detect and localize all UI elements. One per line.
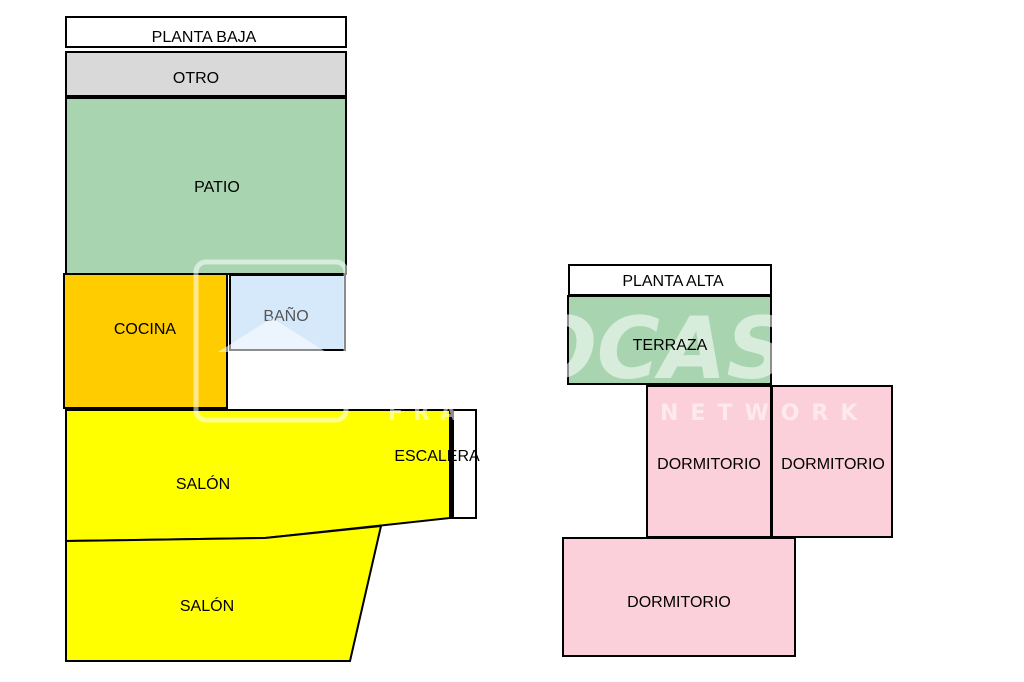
room-otro-label: OTRO [173, 70, 219, 87]
watermark-frame [193, 259, 349, 423]
ground-floor-title-box [65, 16, 347, 48]
room-dormitorio-right [771, 385, 893, 538]
ground-floor-title: PLANTA BAJA [152, 29, 257, 46]
room-otro [65, 51, 347, 97]
upper-floor: PLANTA ALTA [562, 264, 893, 657]
escalera-wall [450, 410, 454, 518]
room-cocina-label: COCINA [114, 321, 177, 338]
watermark-logo: OCASI [524, 299, 821, 399]
room-terraza [567, 295, 772, 385]
room-dormitorio-left-label: DORMITORIO [657, 456, 761, 473]
room-terraza-label: TERRAZA [633, 337, 708, 354]
room-salon-lower [65, 524, 383, 662]
room-escalera-label: ESCALERA [394, 448, 480, 465]
room-dormitorio-bottom [562, 537, 796, 657]
ground-floor: PLANTA BAJA OTRO PATIO COCINA BAÑO SALÓN… [63, 16, 480, 662]
watermark-prefix: FRA [388, 401, 467, 426]
room-dormitorio-bottom-label: DORMITORIO [627, 594, 731, 611]
watermark-subtext: NETWORK [660, 401, 869, 426]
upper-floor-title: PLANTA ALTA [622, 273, 724, 290]
watermark: OCASI FRA NETWORK [193, 259, 869, 426]
room-salon-lower-label: SALÓN [180, 596, 234, 615]
room-cocina [63, 273, 228, 409]
room-dormitorio-left [646, 385, 772, 538]
room-salon-upper-label: SALÓN [176, 474, 230, 493]
room-dormitorio-right-label: DORMITORIO [781, 456, 885, 473]
room-escalera [449, 409, 477, 519]
room-patio [65, 97, 347, 275]
room-patio-label: PATIO [194, 179, 240, 196]
house-icon [218, 318, 326, 352]
upper-floor-title-box [568, 264, 772, 296]
room-salon-upper [65, 409, 451, 543]
